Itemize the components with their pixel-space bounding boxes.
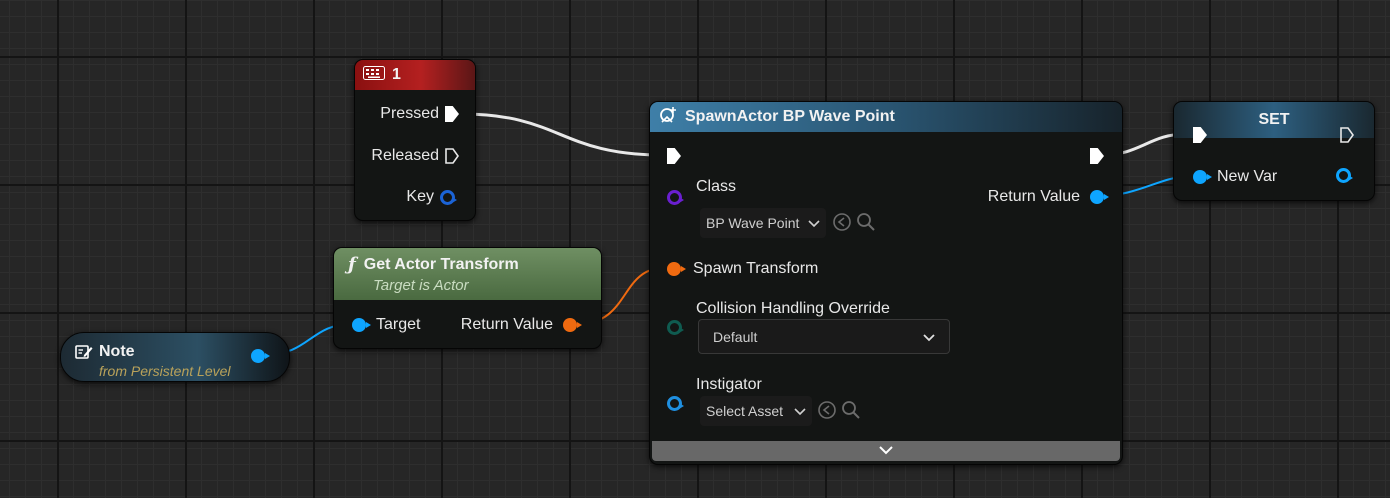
transform-return-pin-icon[interactable] [563,318,582,332]
instigator-dropdown[interactable]: Select Asset [700,396,812,426]
chevron-down-icon [808,215,820,231]
note-variable-node[interactable]: Note from Persistent Level [60,332,290,382]
spawn-transform-pin-icon[interactable] [667,262,686,276]
instigator-chevron-down-icon [794,403,806,419]
expand-chevron-icon [879,442,893,460]
pressed-exec-pin-icon[interactable] [445,106,459,122]
set-exec-out-pin-icon[interactable] [1340,127,1354,143]
new-var-label: New Var [1217,168,1278,185]
collision-chevron-down-icon [923,329,935,345]
spawn-actor-node[interactable]: SpawnActor BP Wave Point Class BP Wave P… [649,101,1123,465]
spawn-transform-label: Spawn Transform [693,260,819,277]
note-output-pin-icon[interactable] [251,349,270,363]
set-variable-node[interactable]: SET New Var [1173,101,1375,201]
spawn-transform-pin-row[interactable]: Spawn Transform [667,260,818,278]
new-var-in-pin-icon[interactable] [1193,170,1212,184]
collision-dropdown[interactable]: Default [698,319,950,354]
released-pin-row[interactable]: Released [371,147,459,165]
new-var-out-pin-icon[interactable] [1336,168,1353,183]
collision-dropdown-value: Default [713,328,758,345]
collision-label: Collision Handling Override [696,300,890,317]
get-actor-transform-title: Get Actor Transform [363,255,519,273]
class-label: Class [696,178,737,195]
browse-search-icon[interactable] [856,212,876,237]
key-pin-row[interactable]: Key [406,188,457,206]
instigator-label: Instigator [696,376,762,393]
key-event-title: 1 [392,66,401,83]
instigator-dropdown-value: Select Asset [706,403,784,419]
set-exec-in-pin-icon[interactable] [1193,127,1207,143]
exec-wire-pressed-to-spawn [461,112,663,157]
spawn-return-pin-row[interactable]: Return Value [987,188,1109,206]
spawn-actor-header[interactable]: SpawnActor BP Wave Point [650,102,1122,132]
note-icon [75,344,93,365]
pressed-pin-row[interactable]: Pressed [380,105,459,123]
instigator-pin-row[interactable]: Instigator [667,376,762,411]
note-subtitle: from Persistent Level [99,363,231,379]
spawn-exec-in-pin-icon[interactable] [667,148,681,164]
pressed-label: Pressed [380,105,439,122]
get-actor-transform-node[interactable]: ƒ Get Actor Transform Target is Actor Ta… [333,247,602,349]
target-pin-row[interactable]: Target [352,316,420,334]
instigator-use-selected-icon[interactable] [817,400,837,425]
function-icon: ƒ [348,254,356,275]
key-event-node[interactable]: 1 Pressed Released Key [354,59,476,221]
spawn-return-label: Return Value [987,188,1080,205]
keyboard-icon [363,65,385,85]
released-label: Released [371,147,439,164]
collision-enum-pin-icon[interactable] [667,319,684,335]
key-label: Key [406,188,434,205]
instigator-search-icon[interactable] [841,400,861,425]
collision-pin-row[interactable]: Collision Handling Override [667,300,890,335]
spawn-actor-title: SpawnActor BP Wave Point [685,108,895,125]
transform-return-pin-row[interactable]: Return Value [460,316,582,334]
class-dropdown-value: BP Wave Point [706,215,800,231]
get-actor-transform-header[interactable]: ƒ Get Actor Transform Target is Actor [334,248,601,300]
spawn-return-pin-icon[interactable] [1090,190,1109,204]
set-title: SET [1258,111,1290,128]
key-event-header[interactable]: 1 [355,60,475,90]
released-exec-pin-icon[interactable] [445,148,459,164]
new-var-pin-row[interactable]: New Var [1193,168,1277,186]
note-title: Note [99,343,135,360]
expand-advanced-bar[interactable] [652,441,1120,461]
get-actor-transform-subtitle: Target is Actor [373,277,469,294]
key-struct-pin-icon[interactable] [440,189,457,205]
instigator-pin-icon[interactable] [667,395,684,411]
spawn-actor-icon [658,105,678,130]
use-selected-arrow-icon[interactable] [832,212,852,237]
class-pin-row[interactable]: Class [667,178,736,206]
transform-return-label: Return Value [460,316,553,333]
target-label: Target [376,316,421,333]
target-object-pin-icon[interactable] [352,318,371,332]
class-pin-icon[interactable] [667,189,684,205]
class-dropdown[interactable]: BP Wave Point [700,208,826,238]
spawn-exec-out-pin-icon[interactable] [1090,148,1104,164]
